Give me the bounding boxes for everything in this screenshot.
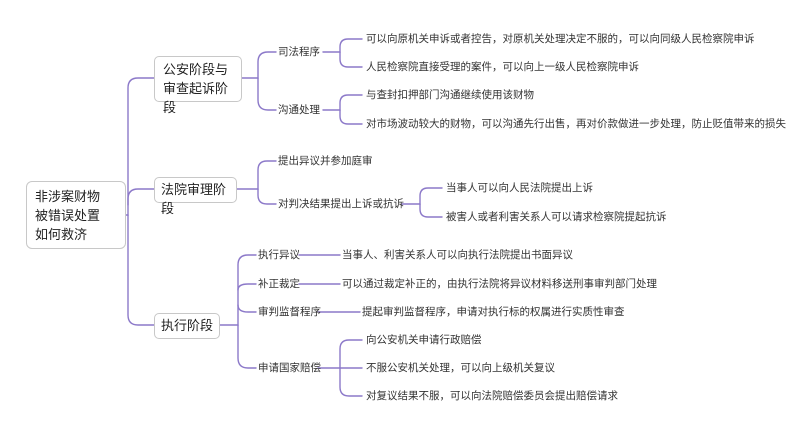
node-court-appeal[interactable]: 对判决结果提出上诉或抗诉 — [278, 198, 404, 210]
leaf-compensation-1: 向公安机关申请行政赔偿 — [366, 334, 482, 346]
connector-group — [125, 38, 443, 397]
leaf-appeal-2: 被害人或者利害关系人可以请求检察院提起抗诉 — [446, 211, 667, 223]
branch-court-trial-title: 法院审理阶段 — [161, 183, 227, 217]
node-court-objection[interactable]: 提出异议并参加庭审 — [278, 155, 373, 167]
node-judicial-procedure[interactable]: 司法程序 — [278, 46, 320, 58]
connector-comm-1 — [322, 94, 363, 111]
root-title-line1: 非涉案财物 — [35, 190, 101, 205]
branch-public-security[interactable]: 公安阶段与 审查起诉阶段 — [154, 56, 242, 116]
root-title-line2: 被错误处置 — [35, 209, 101, 224]
leaf-communication-2: 对市场波动较大的财物，可以沟通先行出售，再对价款做进一步处理，防止贬值带来的损失 — [366, 118, 786, 130]
leaf-communication-1: 与查封扣押部门沟通继续使用该财物 — [366, 89, 534, 101]
leaf-execution-objection: 当事人、利害关系人可以向执行法院提出书面异议 — [342, 249, 573, 261]
leaf-judicial-1: 可以向原机关申诉或者控告，对原机关处理决定不服的，可以向同级人民检察院申诉 — [366, 33, 755, 45]
connector-comm-2 — [339, 109, 363, 125]
branch-public-security-line2: 审查起诉阶段 — [163, 82, 229, 116]
node-execution-objection[interactable]: 执行异议 — [258, 249, 300, 261]
connector-comp-3 — [339, 367, 363, 397]
connector-ps-judicial — [241, 51, 277, 79]
node-state-compensation[interactable]: 申请国家赔偿 — [258, 362, 321, 374]
connector-appeal-2 — [419, 203, 443, 218]
connector-ps-communication — [257, 77, 277, 111]
connector-root-trunk — [125, 77, 155, 216]
leaf-compensation-3: 对复议结果不服，可以向法院赔偿委员会提出赔偿请求 — [366, 390, 618, 402]
connector-root-court — [127, 188, 155, 206]
connector-exec-supervision — [237, 304, 257, 313]
connector-comp-1 — [317, 339, 363, 369]
branch-execution-title: 执行阶段 — [161, 319, 214, 334]
root-title-line3: 如何救济 — [35, 228, 88, 243]
connector-judicial-2 — [339, 51, 363, 68]
connector-appeal-1 — [401, 187, 443, 205]
node-trial-supervision[interactable]: 审判监督程序 — [258, 306, 321, 318]
connector-root-exec — [127, 214, 155, 326]
leaf-appeal-1: 当事人可以向人民法院提出上诉 — [446, 182, 593, 194]
node-communication[interactable]: 沟通处理 — [278, 104, 320, 116]
connector-exec-trunk — [219, 254, 257, 326]
node-correction-ruling[interactable]: 补正裁定 — [258, 278, 300, 290]
connector-court-objection — [236, 160, 277, 190]
root-node[interactable]: 非涉案财物 被错误处置 如何救济 — [26, 181, 126, 249]
leaf-correction-ruling: 可以通过裁定补正的，由执行法院将异议材料移送刑事审判部门处理 — [342, 278, 657, 290]
connector-court-appeal — [257, 188, 277, 205]
connector-exec-compensation — [237, 324, 257, 369]
branch-public-security-line1: 公安阶段与 — [163, 63, 229, 78]
leaf-judicial-2: 人民检察院直接受理的案件，可以向上一级人民检察院申诉 — [366, 61, 639, 73]
connector-exec-correction — [237, 283, 257, 291]
branch-court-trial[interactable]: 法院审理阶段 — [154, 177, 237, 217]
leaf-compensation-2: 不服公安机关处理，可以向上级机关复议 — [366, 362, 555, 374]
branch-execution[interactable]: 执行阶段 — [154, 313, 220, 339]
leaf-trial-supervision: 提起审判监督程序，申请对执行标的权属进行实质性审查 — [362, 306, 625, 318]
connector-judicial-1 — [322, 38, 363, 53]
